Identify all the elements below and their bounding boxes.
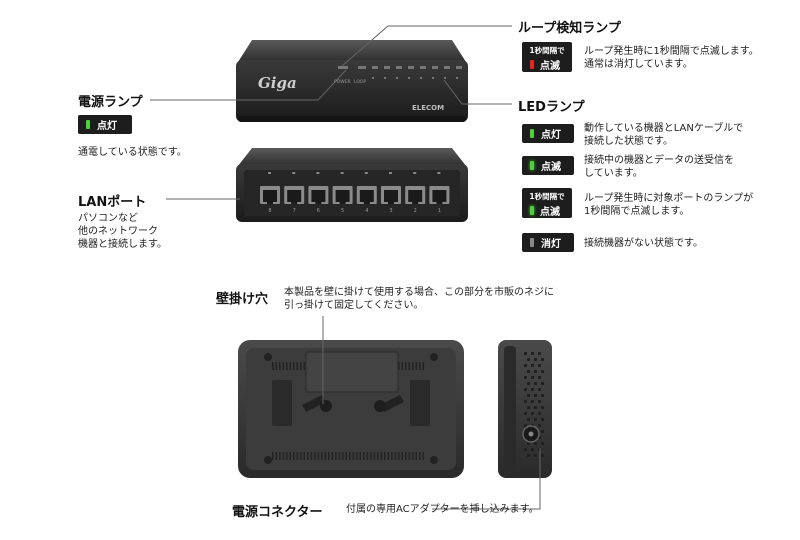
gray-led-icon [530, 238, 534, 247]
lan-port: 2 [405, 186, 426, 214]
power-connector-title: 電源コネクター [232, 505, 323, 520]
led-lamp-badge-on-label: 点灯 [541, 130, 561, 141]
port-led [413, 172, 417, 174]
led-lamp-badge-blink: 点滅 [522, 156, 574, 175]
lan-port: 1 [429, 186, 450, 214]
port-number-label: 8 [268, 208, 271, 214]
switch-bottom-view [238, 340, 464, 478]
wall-mount-slot-left [272, 380, 332, 426]
wall-mount-slot-right [374, 380, 430, 426]
led-lamp-loop-desc-1: ループ発生時に対象ポートのランプが [584, 193, 754, 204]
lan-ports: 8 7 6 5 4 3 2 1 [260, 172, 450, 214]
power-lamp-title: 電源ランプ [78, 95, 143, 110]
power-connector-desc: 付属の専用ACアダプターを挿し込みます。 [346, 504, 539, 515]
led-lamp-blink-desc-1: 接続中の機器とデータの送受信を [584, 155, 734, 166]
lan-port-desc-2: 他のネットワーク [78, 226, 158, 237]
led-lamp-title: LEDランプ [518, 100, 585, 115]
lan-port: 4 [356, 186, 377, 214]
led-lamp-loop-desc-2: 1秒間隔で点滅します。 [584, 206, 690, 217]
power-lamp-label: POWER [334, 80, 351, 85]
loop-lamp-label: LOOP [354, 80, 367, 85]
power-lamp-badge-label: 点灯 [97, 121, 117, 132]
loop-lamp-badge-label: 点滅 [540, 61, 560, 72]
led-lamp-on-desc-2: 接続した状態です。 [584, 136, 673, 147]
loop-lamp-title: ループ検知ランプ [518, 21, 621, 36]
red-led-icon [530, 60, 534, 69]
leader-lines [150, 25, 541, 510]
port-number-label: 7 [293, 208, 296, 214]
led-lamp-badge-loop-top: 1秒間隔で [529, 192, 565, 201]
elecom-logo: ELECOM [412, 104, 445, 112]
port-number-label: 3 [389, 208, 392, 214]
led-lamp-badge-off: 消灯 [522, 233, 574, 252]
blinking-green-led-icon [530, 161, 534, 170]
loop-lamp-badge-top: 1秒間隔で [529, 46, 565, 55]
lan-port-desc-3: 機器と接続します。 [78, 239, 167, 250]
loop-lamp-desc-1: ループ発生時に1秒間隔で点滅します。 [584, 46, 759, 57]
lan-port-desc-1: パソコンなど [78, 213, 138, 224]
port-led [316, 172, 320, 174]
lan-port: 5 [332, 186, 353, 214]
power-lamp-desc: 通電している状態です。 [78, 147, 187, 158]
port-number-label: 4 [365, 208, 368, 214]
lan-port: 3 [381, 186, 401, 214]
switch-front-view [236, 40, 468, 122]
lan-port: 6 [308, 186, 329, 214]
lan-port: 7 [284, 186, 305, 214]
loop-lamp-desc-2: 通常は消灯しています。 [584, 59, 693, 70]
led-lamp-badge-loop: 1秒間隔で 点滅 [522, 188, 572, 218]
led-lamp-off-desc: 接続機器がない状態です。 [584, 238, 703, 249]
led-lamp-badge-blink-label: 点滅 [541, 162, 561, 173]
front-lamps [338, 66, 462, 69]
loop-lamp-badge: 1秒間隔で 点滅 [522, 42, 572, 72]
wall-mount-desc-2: 引っ掛けて固定してください。 [284, 300, 424, 311]
wall-mount-desc-1: 本製品を壁に掛けて使用する場合、この部分を市販のネジに [284, 287, 554, 298]
port-number-label: 1 [438, 208, 441, 214]
wall-mount-title: 壁掛け穴 [216, 292, 269, 307]
port-number-label: 5 [341, 208, 344, 214]
led-lamp-badge-off-label: 消灯 [541, 239, 561, 250]
port-led [364, 172, 368, 174]
port-number-label: 2 [414, 208, 417, 214]
port-led [292, 172, 296, 174]
green-led-icon [86, 120, 90, 129]
switch-side-view [498, 340, 552, 478]
power-lamp-badge: 点灯 [78, 115, 132, 134]
blinking-green-led-icon [530, 206, 534, 215]
led-lamp-badge-on: 点灯 [522, 124, 574, 143]
port-led [389, 172, 392, 174]
lan-port-title: LANポート [78, 195, 147, 210]
lan-port: 8 [260, 186, 280, 214]
led-lamp-badge-loop-label: 点滅 [540, 207, 560, 218]
switch-rear-view: 8 7 6 5 4 3 2 1 [236, 148, 468, 222]
giga-logo: Giga [258, 74, 297, 92]
port-led [268, 172, 271, 174]
port-number-label: 6 [317, 208, 320, 214]
green-led-icon [530, 129, 534, 138]
led-lamp-on-desc-1: 動作している機器とLANケーブルで [584, 123, 744, 134]
led-lamp-blink-desc-2: しています。 [584, 168, 643, 179]
port-led [340, 172, 344, 174]
port-led [437, 172, 441, 174]
